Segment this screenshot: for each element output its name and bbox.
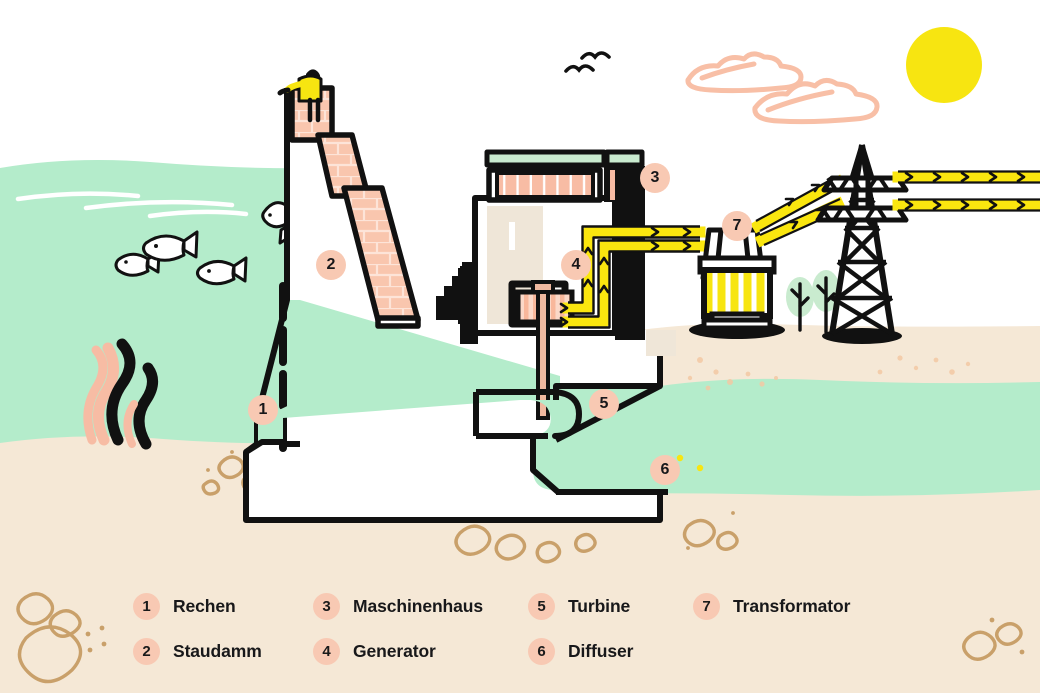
generator-shaft-top [531, 280, 555, 294]
legend-label: Maschinenhaus [353, 595, 483, 616]
powerhouse-roof-left [484, 149, 607, 168]
legend-item-maschinenhaus[interactable]: 3 Maschinenhaus [313, 586, 483, 626]
legend-item-staudamm[interactable]: 2 Staudamm [133, 631, 262, 671]
legend-stones-right [962, 617, 1025, 661]
callout-badge-number: 5 [599, 395, 609, 412]
legend-badge-4: 4 [313, 637, 340, 665]
sand-speckles [687, 355, 971, 391]
legend-item-diffuser[interactable]: 6 Diffuser [528, 631, 633, 671]
callout-badge-4[interactable]: 4 [561, 250, 591, 280]
worker-on-dam [277, 69, 323, 123]
legend-item-rechen[interactable]: 1 Rechen [133, 586, 262, 626]
dam-foundation-left [244, 439, 283, 455]
callout-badge-7[interactable]: 7 [722, 211, 752, 241]
legend-item-transformator[interactable]: 7 Transformator [693, 586, 850, 626]
pylon-shadow [822, 328, 902, 344]
cloud-left [685, 51, 804, 94]
legend: 1 Rechen 2 Staudamm 3 Maschinenhaus 4 Generator… [0, 568, 1040, 693]
legend-badge-6: 6 [528, 637, 555, 665]
legend-label: Turbine [568, 595, 631, 616]
callout-badge-number: 7 [732, 217, 742, 234]
legend-stones-left [16, 592, 107, 684]
pylon [815, 144, 909, 336]
legend-label: Transformator [733, 595, 851, 616]
transmission-line-outlines [898, 170, 1040, 212]
cloud-right [752, 78, 880, 125]
legend-item-generator[interactable]: 4 Generator [313, 631, 483, 671]
powerhouse-left-block [462, 262, 478, 272]
callout-badge-5[interactable]: 5 [589, 389, 619, 419]
legend-label: Diffuser [568, 640, 634, 661]
powerhouse-left-nub [458, 268, 478, 324]
legend-label: Generator [353, 640, 436, 661]
tree-left [786, 277, 814, 332]
powerhouse-left-extension [460, 316, 478, 344]
legend-badge-2: 2 [133, 637, 160, 665]
powerhouse-black-wall [615, 198, 645, 340]
legend-band [0, 568, 1040, 693]
legend-badge-1: 1 [133, 592, 160, 620]
bird-upper [580, 51, 611, 60]
callout-badge-number: 4 [571, 256, 581, 273]
legend-column-1: 1 Rechen 2 Staudamm [133, 586, 262, 676]
fish-3 [196, 256, 248, 286]
powerhouse-panel-slot [509, 222, 515, 250]
generator-shaft [536, 284, 550, 420]
sun [906, 27, 982, 103]
legend-column-4: 7 Transformator [693, 586, 850, 631]
callout-badge-number: 6 [660, 461, 670, 478]
fish-1 [114, 250, 161, 277]
legend-column-3: 5 Turbine 6 Diffuser [528, 586, 633, 676]
water-flow-turbine [258, 386, 668, 490]
tailrace-outline [553, 330, 663, 400]
transformer-foot [701, 317, 773, 331]
bird-lower [564, 64, 595, 73]
tailrace-beige [646, 330, 676, 356]
callout-badge-1[interactable]: 1 [248, 395, 278, 425]
water-surface-lines [15, 191, 249, 219]
powerhouse-roof-right [604, 149, 645, 168]
draft-tube [530, 436, 560, 495]
legend-badge-3: 3 [313, 592, 340, 620]
callout-badge-number: 2 [326, 256, 336, 273]
tree-right [812, 270, 840, 334]
fish-2 [142, 230, 199, 262]
legend-item-turbine[interactable]: 5 Turbine [528, 586, 633, 626]
dam-base-bottom [246, 494, 663, 523]
transformer-tank [701, 267, 773, 319]
legend-label: Rechen [173, 595, 236, 616]
callout-badge-3[interactable]: 3 [640, 163, 670, 193]
callout-badge-number: 3 [650, 169, 660, 186]
legend-label: Staudamm [173, 640, 262, 661]
legend-column-2: 3 Maschinenhaus 4 Generator [313, 586, 483, 676]
seaweed-cluster [83, 338, 158, 450]
transmission-arrows [904, 171, 1026, 211]
callout-badge-2[interactable]: 2 [316, 250, 346, 280]
powerhouse-windows [495, 171, 595, 199]
legend-badge-7: 7 [693, 592, 720, 620]
legend-badge-5: 5 [528, 592, 555, 620]
water-sparkles [676, 454, 704, 472]
callout-badge-6[interactable]: 6 [650, 455, 680, 485]
callout-badge-number: 1 [258, 401, 268, 418]
cable-arrows [559, 226, 692, 328]
